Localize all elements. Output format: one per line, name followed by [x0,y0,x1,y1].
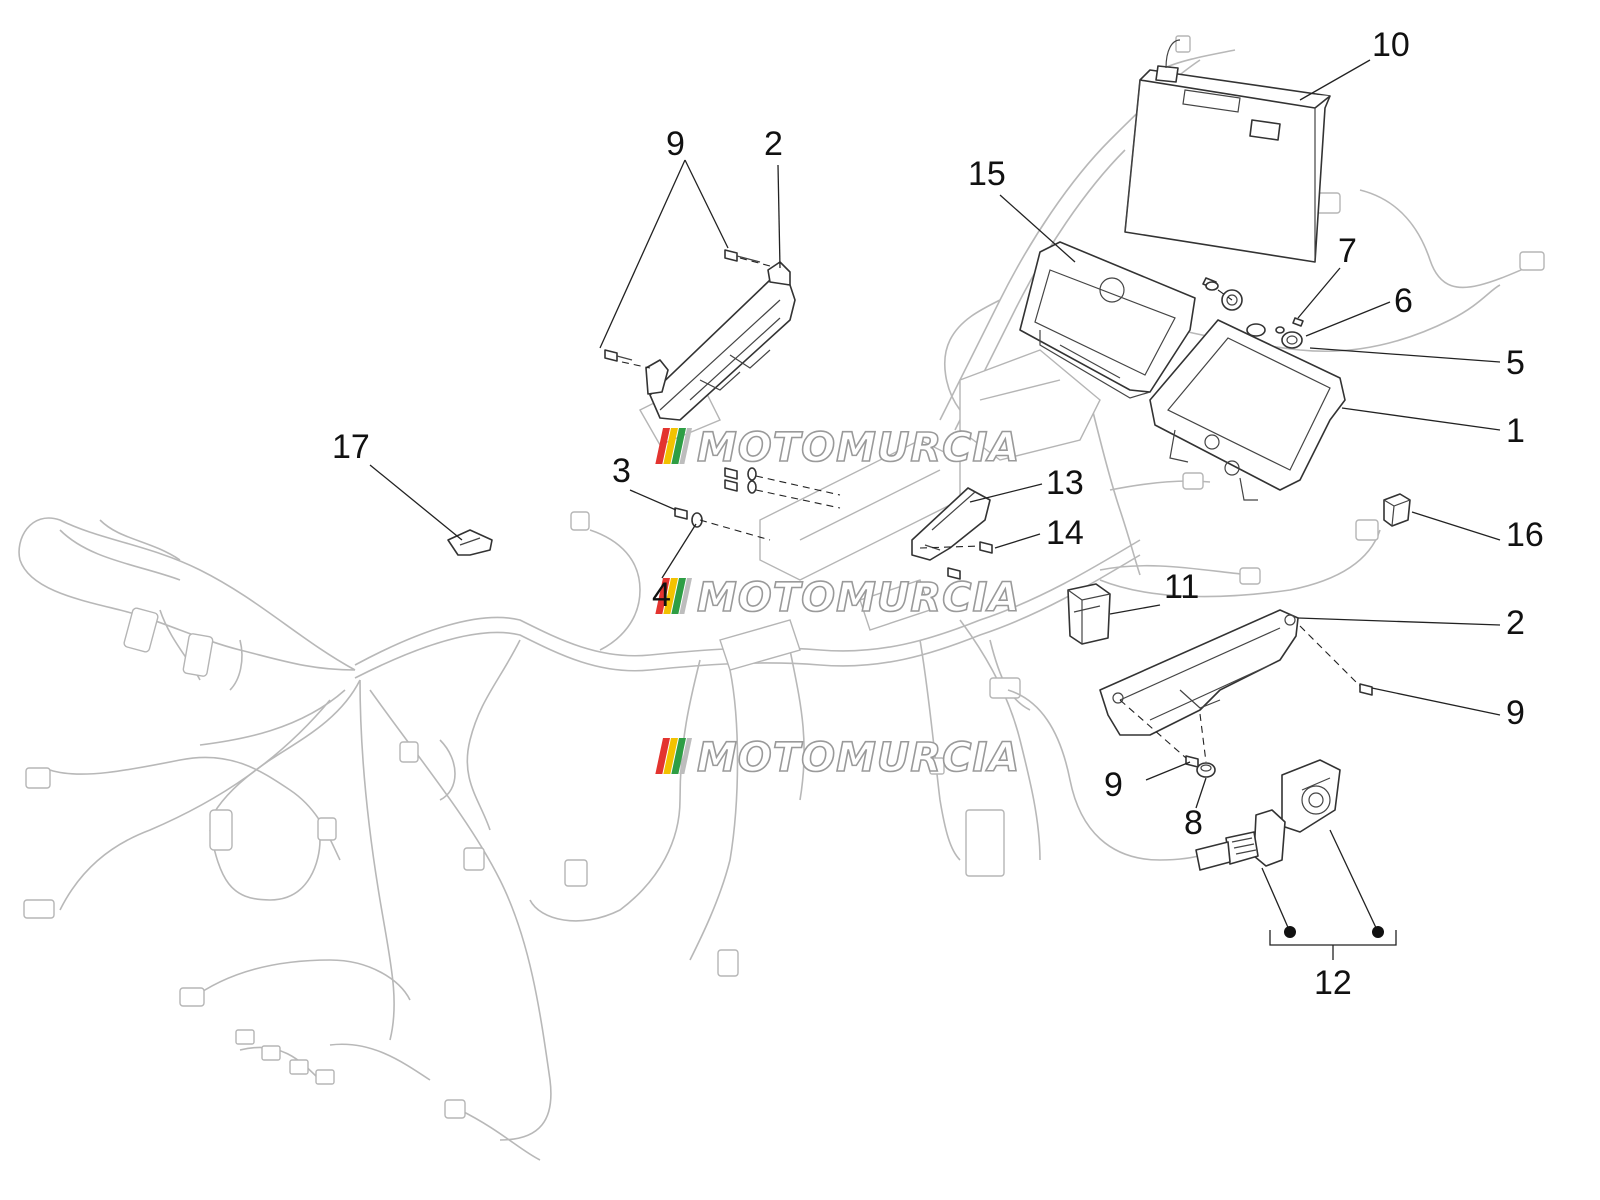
watermark-3: MOTOMURCIA [655,734,1020,782]
bracket-lower [1099,609,1299,736]
callout-17: 17 [332,428,370,466]
watermark-text: MOTOMURCIA [697,425,1020,471]
ignition-switch-assembly [1195,759,1341,871]
watermark-2: MOTOMURCIA [655,574,1020,622]
watermark-1: MOTOMURCIA [655,424,1020,472]
callout-13: 13 [1046,464,1084,502]
assembly-lines [621,257,1361,763]
callout-16: 16 [1506,516,1544,554]
callout-2-upper: 2 [764,125,783,163]
watermark-text: MOTOMURCIA [697,735,1020,781]
harness-connectors [23,35,1545,1119]
bracket-upper [645,261,796,421]
callout-9-lower: 9 [1104,766,1123,804]
callout-1: 1 [1506,412,1525,450]
relay-large [1067,583,1111,645]
callout-15: 15 [968,155,1006,193]
screws-lower [1185,683,1373,778]
callout-3: 3 [612,452,631,490]
screws-upper [604,249,761,362]
callout-9-right: 9 [1506,694,1525,732]
callout-12: 12 [1314,964,1352,1002]
screws-middle [674,467,993,580]
ecu-tray [1149,319,1346,501]
relay-small [1383,493,1411,527]
callout-2-lower: 2 [1506,604,1525,642]
central-connector-block [639,349,1101,671]
bracket-small [911,487,991,561]
callout-14: 14 [1046,514,1084,552]
watermark-text: MOTOMURCIA [697,575,1020,621]
callout-10: 10 [1372,26,1410,64]
callout-labels: 10 9 2 15 7 6 5 1 17 3 13 14 16 11 4 2 9… [332,26,1544,1002]
callout-6: 6 [1394,282,1413,320]
callout-8: 8 [1184,804,1203,842]
callout-12-bracket [1269,926,1397,960]
grommets-and-screws [1202,277,1304,349]
callout-11: 11 [1164,568,1199,606]
callout-7: 7 [1338,232,1357,270]
battery [1124,39,1331,263]
ecu-cover [1019,241,1196,399]
callout-4: 4 [652,576,671,614]
callout-5: 5 [1506,344,1525,382]
callout-9-upper: 9 [666,125,685,163]
cable-clip [447,529,493,556]
wiring-harness [18,49,1541,1161]
leader-lines [369,59,1501,933]
